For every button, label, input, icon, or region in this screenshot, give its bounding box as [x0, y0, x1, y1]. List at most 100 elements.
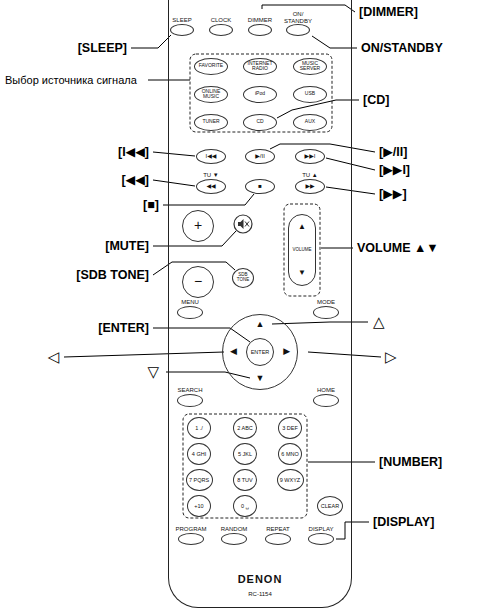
- button-label: MENU: [181, 299, 199, 306]
- button-label: SEARCH: [177, 387, 202, 394]
- remote-button: RANDOM: [221, 533, 247, 545]
- button-label: DIMMER: [248, 17, 272, 24]
- leader-line: [64, 352, 224, 357]
- button-label: CLEAR: [321, 503, 339, 509]
- button-label: ■: [258, 183, 262, 190]
- button-label: RANDOM: [221, 526, 248, 533]
- button-label: AUX: [296, 119, 324, 124]
- leader-line: [262, 5, 355, 12]
- remote-button: 8 TUV: [233, 469, 257, 491]
- leader-line: [148, 80, 190, 81]
- leader-line: [308, 462, 375, 463]
- remote-button: iPod: [243, 86, 277, 103]
- remote-button: 1 ./: [187, 417, 211, 439]
- remote-button: 4 GHI: [187, 443, 211, 465]
- leader-line: [272, 322, 368, 324]
- leader-line: [326, 158, 375, 170]
- remote-button: DIMMER: [248, 24, 272, 36]
- mute-button-outline: [234, 215, 252, 233]
- remote-button: CLEAR: [317, 496, 343, 516]
- button-label: SLEEP: [172, 17, 191, 24]
- remote-button: MODE: [313, 306, 339, 319]
- source-group-box: [190, 54, 332, 132]
- button-label: ▶: [283, 347, 290, 357]
- round-button: +: [182, 210, 214, 242]
- remote-button: HOME: [313, 394, 339, 407]
- leader-line: [308, 352, 381, 357]
- callout-label: [◀◀]: [120, 173, 150, 187]
- button-label: ▶/II: [255, 153, 265, 160]
- remote-button: AUX: [293, 114, 327, 131]
- button-label: DISPLAY: [309, 526, 334, 533]
- remote-button: 5 JKL: [233, 443, 257, 465]
- callout-label: △: [372, 313, 386, 330]
- remote-button: TU ▼◀◀: [196, 179, 226, 194]
- button-label: ▶▶I: [305, 153, 316, 160]
- button-label: MODE: [317, 299, 335, 306]
- callout-label: VOLUME ▲▼: [356, 241, 440, 255]
- round-button: −: [182, 266, 214, 298]
- leader-line: [153, 152, 195, 156]
- button-label: ▼: [298, 269, 306, 278]
- button-label: +: [194, 218, 202, 233]
- button-label: 6 MNO: [281, 451, 298, 457]
- button-label: SDB TONE: [235, 273, 251, 282]
- callout-label: ▷: [384, 348, 398, 365]
- leader-line: [153, 262, 235, 275]
- remote-button: ■: [245, 179, 275, 194]
- button-label: TU ▼: [203, 172, 219, 179]
- button-label: ENTER: [251, 349, 270, 355]
- button-label: 8 TUV: [237, 477, 253, 483]
- mute-button: [234, 215, 252, 233]
- callout-label: [■]: [142, 198, 160, 212]
- remote-button: FAVORITE: [194, 58, 228, 75]
- callout-label: [▶/II]: [378, 145, 408, 159]
- button-label: 9 WXYZ: [280, 477, 300, 483]
- remote-button: ONLINE MUSIC: [194, 86, 228, 103]
- remote-button: TUNER: [194, 114, 228, 131]
- callout-label: ▽: [146, 363, 160, 380]
- remote-button: SEARCH: [177, 394, 203, 407]
- callout-label: ON/STANDBY: [360, 41, 444, 55]
- callout-label: [DIMMER]: [358, 5, 419, 19]
- callout-label: [CD]: [362, 93, 390, 107]
- button-label: INTERNET RADIO: [246, 61, 274, 72]
- button-label: ◀◀: [206, 183, 215, 190]
- round-button: SDB TONE: [232, 268, 254, 288]
- group-caption: Выбор источника сигнала: [4, 74, 138, 87]
- remote-button: ▶/II: [245, 149, 275, 164]
- volume-group-box: [284, 204, 320, 296]
- leader-line: [321, 248, 353, 249]
- leader-line: [163, 194, 254, 205]
- leader-line: [153, 180, 195, 186]
- remote-button: ▶▶I: [295, 149, 325, 164]
- callout-label: [I◀◀]: [117, 145, 150, 159]
- button-label: 1 ./: [195, 425, 203, 431]
- callout-label: [MUTE]: [104, 239, 150, 253]
- leader-line: [166, 372, 250, 378]
- button-label: ▲: [298, 222, 306, 231]
- button-label: CD: [246, 119, 274, 124]
- cursor-ring: ▲◀▶▼ENTER: [222, 314, 298, 390]
- remote-button: 6 MNO: [278, 443, 302, 465]
- remote-button: SLEEP: [170, 24, 194, 36]
- remote-button: CLOCK: [209, 24, 233, 36]
- number-group-box: [183, 414, 307, 518]
- remote-button: PROGRAM: [178, 533, 204, 545]
- remote-button: +10: [187, 495, 211, 517]
- remote-button: 3 DEF: [278, 417, 302, 439]
- remote-button: USB: [293, 86, 327, 103]
- button-label: 0 ␣: [241, 503, 249, 509]
- remote-button: MENU: [177, 306, 203, 319]
- button-label: TUNER: [197, 119, 225, 124]
- remote-button: I◀◀: [196, 149, 226, 164]
- button-label: 4 GHI: [192, 451, 206, 457]
- button-label: 2 ABC: [237, 425, 253, 431]
- remote-button: 7 PQRS: [186, 469, 213, 491]
- button-label: ON/ STANDBY: [284, 11, 312, 24]
- leader-line: [336, 522, 369, 539]
- leader-line: [270, 144, 375, 152]
- button-label: REPEAT: [266, 526, 290, 533]
- callout-label: [▶▶]: [378, 187, 408, 201]
- callout-label: [ENTER]: [97, 321, 150, 335]
